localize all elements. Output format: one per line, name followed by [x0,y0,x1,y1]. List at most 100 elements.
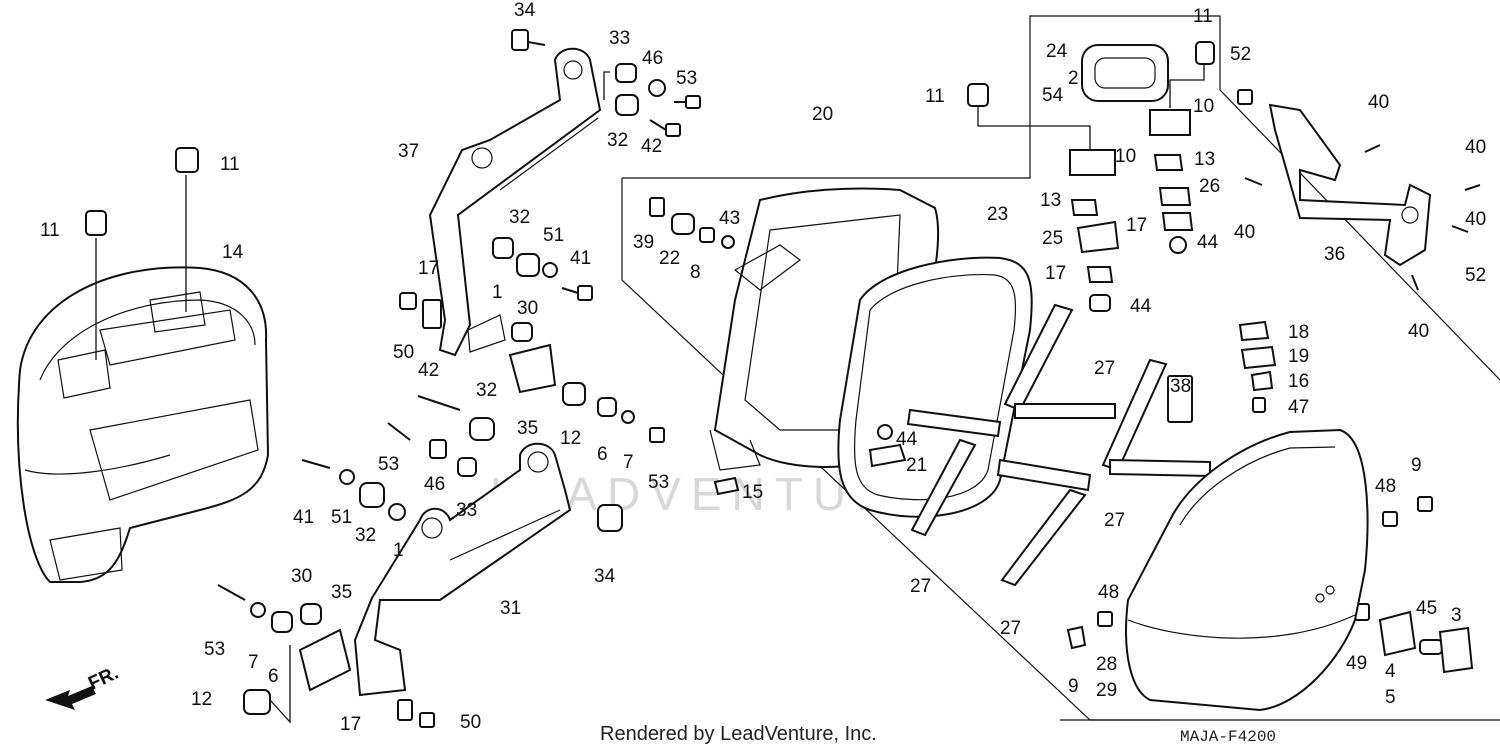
upper-stay-bracket [428,47,602,357]
callout-16: 16 [1288,371,1309,392]
callout-53: 53 [204,639,225,660]
callout-27: 27 [1000,618,1021,639]
callout-11: 11 [1193,6,1213,27]
callout-2: 2 [1068,68,1079,89]
callout-49: 49 [1346,653,1367,674]
callout-1: 1 [393,540,404,561]
callout-43: 43 [719,208,740,229]
callout-53: 53 [378,454,399,475]
callout-39: 39 [633,232,654,253]
callout-13: 13 [1194,149,1215,170]
callout-44: 44 [1130,296,1152,317]
callout-24: 24 [1046,41,1068,62]
callout-7: 7 [623,452,634,473]
diagram-code: MAJA-F4200 [1180,728,1276,746]
case-small-parts [649,197,1193,496]
callout-28: 28 [1096,654,1117,675]
latch-parts [967,41,1215,283]
callout-19: 19 [1288,346,1309,367]
callout-32: 32 [509,207,530,228]
callout-11: 11 [40,220,60,241]
bracket-leader-2 [269,645,291,724]
callout-12: 12 [560,428,581,449]
callout-14: 14 [222,242,244,263]
callout-36: 36 [1324,244,1345,265]
bracket-leader-1 [603,71,610,100]
callout-45: 45 [1416,598,1437,619]
right-small-parts [1066,320,1474,674]
callout-50: 50 [460,712,481,733]
callout-47: 47 [1288,397,1309,418]
callout-22: 22 [659,248,680,269]
callout-34: 34 [514,0,536,21]
callout-51: 51 [543,225,564,246]
callout-17: 17 [1045,263,1066,284]
callout-9: 9 [1411,455,1422,476]
callout-23: 23 [987,204,1008,225]
callout-15: 15 [742,482,763,503]
callout-37: 37 [398,141,419,162]
callout-54: 54 [1042,85,1064,106]
callout-1: 1 [492,282,503,303]
callout-7: 7 [248,652,259,673]
callout-34: 34 [594,566,616,587]
callout-42: 42 [641,136,662,157]
callout-41: 41 [570,248,591,269]
callout-32: 32 [476,380,497,401]
callout-40: 40 [1408,321,1429,342]
callout-44: 44 [1197,232,1219,253]
callout-10: 10 [1115,146,1136,167]
callout-51: 51 [331,507,352,528]
callout-9: 9 [1068,676,1079,697]
callout-25: 25 [1042,228,1063,249]
callout-44: 44 [896,429,918,450]
callout-35: 35 [331,582,352,603]
callout-3: 3 [1451,605,1462,626]
left-saddlebag [16,266,270,583]
callout-53: 53 [676,68,697,89]
footer-credit: Rendered by LeadVenture, Inc. [600,723,877,745]
right-saddlebag-lid [1125,428,1369,712]
callout-31: 31 [500,598,521,619]
callout-17: 17 [340,714,361,735]
callout-20: 20 [812,104,833,125]
callout-30: 30 [291,566,312,587]
callout-27: 27 [1094,358,1115,379]
callout-53: 53 [648,472,669,493]
callout-4: 4 [1385,661,1396,682]
callout-46: 46 [642,48,663,69]
callout-42: 42 [418,360,439,381]
callout-21: 21 [906,455,927,476]
callout-33: 33 [609,28,630,49]
callout-38: 38 [1170,376,1191,397]
callout-32: 32 [607,130,628,151]
callout-30: 30 [517,298,538,319]
lower-stay-bracket [353,442,572,697]
callout-40: 40 [1368,92,1389,113]
callout-52: 52 [1465,265,1486,286]
callout-13: 13 [1040,190,1061,211]
knob-11-left-a [85,210,107,360]
callout-33: 33 [456,500,477,521]
callout-11: 11 [925,86,945,107]
callout-40: 40 [1465,137,1486,158]
callout-52: 52 [1230,44,1251,65]
callout-17: 17 [418,258,439,279]
callout-48: 48 [1098,582,1119,603]
callout-11: 11 [220,154,240,175]
callout-32: 32 [355,525,376,546]
callout-5: 5 [1385,687,1396,708]
callout-48: 48 [1375,476,1396,497]
callout-27: 27 [910,576,931,597]
right-stay-36 [1237,89,1481,291]
callout-12: 12 [191,689,212,710]
callout-26: 26 [1199,176,1220,197]
callout-35: 35 [517,418,538,439]
callout-10: 10 [1193,96,1214,117]
callout-6: 6 [597,444,608,465]
hardware-parts [217,29,701,728]
callout-18: 18 [1288,322,1309,343]
callout-41: 41 [293,507,314,528]
